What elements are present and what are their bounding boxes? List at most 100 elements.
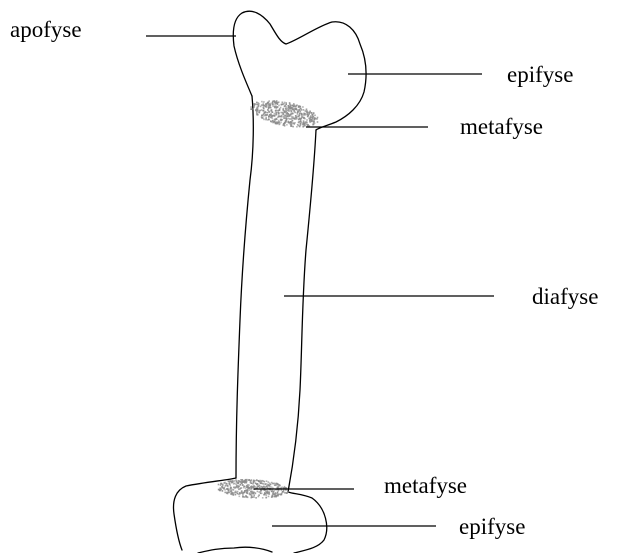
speckle-dot [272, 483, 274, 485]
speckle-dot [231, 489, 233, 491]
speckle-dot [244, 496, 246, 498]
speckle-dot [306, 119, 308, 121]
speckle-dot [307, 115, 309, 117]
speckle-dot [306, 111, 308, 113]
speckle-dot [286, 492, 288, 494]
speckle-dot [274, 113, 276, 115]
speckle-dot [272, 491, 274, 493]
speckle-dot [256, 102, 258, 104]
speckle-dot [292, 105, 294, 107]
speckle-dot [267, 112, 269, 114]
speckle-dot [310, 117, 312, 119]
speckle-dot [271, 486, 273, 488]
speckle-dot [244, 490, 246, 492]
speckle-dot [230, 487, 232, 489]
speckle-dot [290, 123, 292, 125]
speckle-dot [237, 487, 239, 489]
speckle-dot [287, 121, 289, 123]
speckle-dot [279, 109, 281, 111]
speckle-dot [267, 119, 269, 121]
speckle-dot [243, 492, 245, 494]
speckle-dot [238, 489, 240, 491]
speckle-dot [253, 485, 255, 487]
speckle-dot [300, 111, 302, 113]
speckle-dot [270, 105, 272, 107]
speckle-dot [278, 124, 280, 126]
speckle-dot [285, 121, 287, 123]
speckle-dot [266, 480, 268, 482]
speckle-dot [284, 125, 286, 127]
speckle-dot [280, 112, 282, 114]
speckle-dot [261, 114, 263, 116]
speckle-dot [258, 105, 260, 107]
label-metafyse-bottom: metafyse [384, 473, 467, 498]
speckle-dot [289, 102, 291, 104]
speckle-dot [281, 493, 283, 495]
speckle-dot [290, 107, 292, 109]
speckle-dot [238, 486, 240, 488]
speckle-dot [300, 125, 302, 127]
speckle-dot [251, 496, 253, 498]
speckle-dot [251, 482, 253, 484]
speckle-dot [275, 114, 277, 116]
speckle-dot [235, 479, 237, 481]
speckle-dot [286, 111, 288, 113]
speckle-dot [277, 492, 279, 494]
speckle-dot [225, 485, 227, 487]
speckle-dot [230, 488, 232, 490]
speckle-dot [247, 486, 249, 488]
speckle-dot [266, 104, 268, 106]
speckle-dot [258, 481, 260, 483]
label-metafyse-top: metafyse [460, 114, 543, 139]
speckle-dot [268, 493, 270, 495]
speckle-dot [271, 491, 273, 493]
speckle-dot [293, 109, 295, 111]
speckle-dot [276, 121, 278, 123]
speckle-dot [227, 492, 229, 494]
speckle-dot [298, 119, 300, 121]
speckle-dot [265, 483, 267, 485]
speckle-dot [295, 115, 297, 117]
speckle-dot [264, 493, 266, 495]
speckle-dot [256, 479, 258, 481]
speckle-dot [295, 106, 297, 108]
speckle-dot [284, 102, 286, 104]
speckle-dot [290, 113, 292, 115]
speckle-dot [283, 118, 285, 120]
speckle-dot [261, 483, 263, 485]
speckle-dot [240, 484, 242, 486]
speckle-dot [269, 486, 271, 488]
speckle-dot [274, 484, 276, 486]
speckle-dot [270, 484, 272, 486]
speckle-dot [310, 115, 312, 117]
speckle-dot [297, 111, 299, 113]
speckle-dot [247, 479, 249, 481]
speckle-dot [233, 492, 235, 494]
speckle-dot [253, 103, 255, 105]
speckle-dot [237, 491, 239, 493]
speckle-dot [303, 117, 305, 119]
speckle-dot [269, 114, 271, 116]
speckle-dot [311, 117, 313, 119]
speckle-dot [264, 481, 266, 483]
speckle-dot [224, 492, 226, 494]
speckle-dot [288, 118, 290, 120]
label-epifyse-top: epifyse [507, 62, 573, 87]
speckle-dot [286, 113, 288, 115]
speckle-dot [253, 496, 255, 498]
speckle-dot [295, 118, 297, 120]
speckle-dot [242, 479, 244, 481]
speckle-dot [265, 115, 267, 117]
speckle-dot [257, 491, 259, 493]
speckle-dot [234, 483, 236, 485]
speckle-dot [302, 106, 304, 108]
speckle-dot [275, 110, 277, 112]
speckle-dot [286, 119, 288, 121]
speckle-dot [285, 106, 287, 108]
speckle-dot [278, 114, 280, 116]
speckle-dot [262, 497, 264, 499]
speckle-dot [229, 483, 231, 485]
speckle-dot [237, 493, 239, 495]
